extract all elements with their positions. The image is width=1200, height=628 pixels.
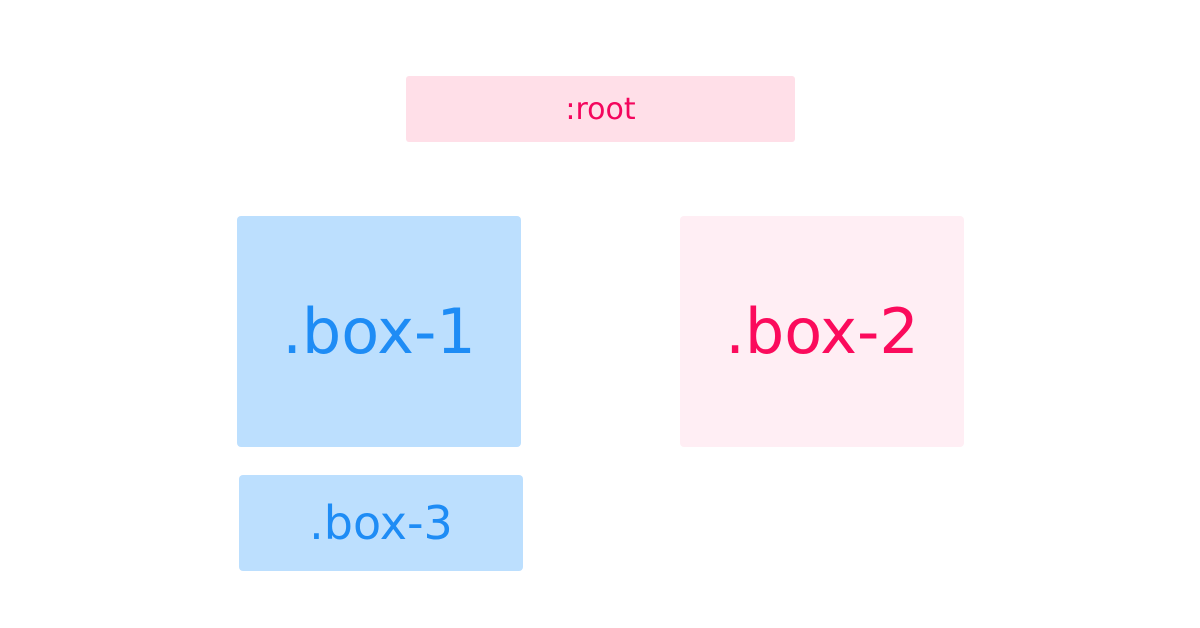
box-3-node: .box-3 (239, 475, 523, 571)
box-3-label: .box-3 (309, 496, 453, 550)
box-1-node: .box-1 (237, 216, 521, 447)
box-1-label: .box-1 (282, 295, 476, 368)
root-node: :root (406, 76, 795, 142)
box-2-label: .box-2 (725, 295, 919, 368)
box-2-node: .box-2 (680, 216, 964, 447)
root-label: :root (565, 91, 636, 127)
